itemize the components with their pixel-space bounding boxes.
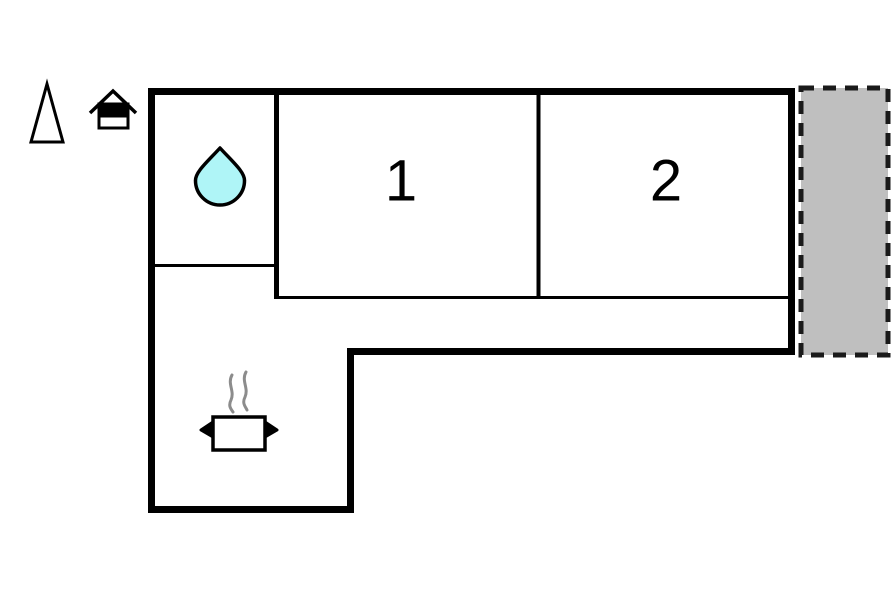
room-label-2: 2 <box>650 148 682 213</box>
terrace-group <box>798 85 891 358</box>
terrace-area <box>798 85 891 358</box>
water-drop-shape <box>193 146 247 207</box>
cooking-pot-icon <box>199 370 279 452</box>
house-body-lower-icon <box>97 114 130 130</box>
house-body-upper-icon <box>97 102 130 118</box>
outer-walls-group <box>148 88 795 513</box>
pot-body-icon <box>211 415 267 452</box>
pot-steam-left-icon <box>228 373 235 414</box>
water-drop-icon <box>193 146 247 207</box>
north-arrow-triangle <box>29 78 65 144</box>
outer-wall-outline <box>148 88 795 513</box>
house-icon <box>88 88 138 130</box>
north-arrow <box>29 78 65 144</box>
interior-walls-group <box>148 88 793 299</box>
room-labels-group: 1 2 <box>385 148 682 213</box>
pot-steam-right-icon <box>242 370 249 412</box>
room-label-1: 1 <box>385 148 417 213</box>
